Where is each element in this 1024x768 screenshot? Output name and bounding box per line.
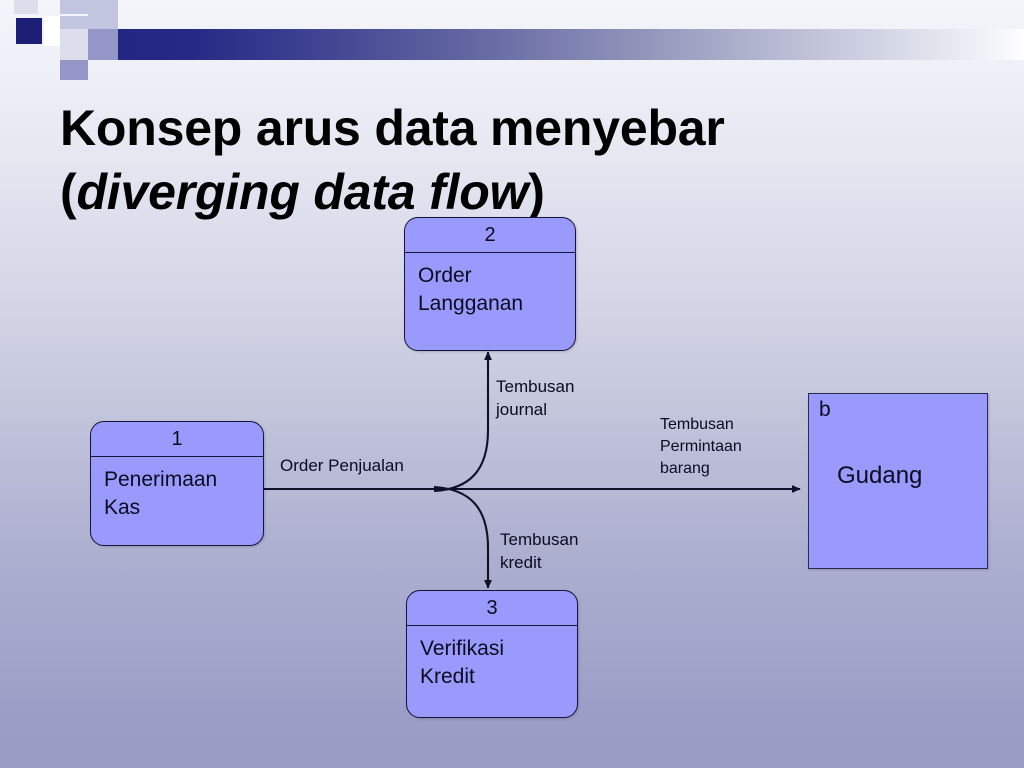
flow-label-tembusan-permintaan-barang: Tembusan Permintaan barang (660, 416, 742, 478)
deco-square-a (14, 0, 38, 14)
deco-square-e (60, 16, 88, 29)
process-3-name: Verifikasi Kredit (420, 637, 505, 688)
title-line-2: (diverging data flow) (60, 160, 960, 224)
entity-gudang-id: b (819, 398, 831, 421)
entity-gudang-name: Gudang (837, 462, 923, 489)
header-gradient-band (78, 29, 1024, 60)
title-paren-close: ) (528, 163, 545, 220)
deco-square-dark (16, 18, 42, 44)
flow-line-tembusan-journal (433, 351, 492, 493)
deco-square-d (44, 16, 60, 46)
flow-line-tembusan-kredit (433, 485, 492, 589)
title-line-1: Konsep arus data menyebar (60, 99, 725, 156)
flow-label-order-penjualan: Order Penjualan (280, 456, 404, 475)
page-title: Konsep arus data menyebar (diverging dat… (60, 96, 960, 224)
title-paren-open: ( (60, 163, 77, 220)
deco-square-f (60, 29, 88, 60)
header-decoration (0, 0, 1024, 80)
deco-square-c (88, 0, 118, 29)
deco-square-g (88, 29, 118, 60)
process-3-id: 3 (407, 591, 577, 626)
process-2-id: 2 (405, 218, 575, 253)
process-2-name: Order Langganan (418, 264, 524, 315)
process-1-id: 1 (91, 422, 263, 457)
flow-label-tembusan-journal: Tembusan journal (496, 377, 575, 420)
deco-square-b (60, 0, 88, 14)
process-box-1[interactable]: 1 Penerimaan Kas (90, 421, 264, 546)
flow-label-tembusan-kredit: Tembusan kredit (500, 530, 579, 573)
title-subtitle-italic: diverging data flow (76, 163, 529, 220)
process-box-3[interactable]: 3 Verifikasi Kredit (406, 590, 578, 718)
entity-box-gudang[interactable]: b Gudang (808, 393, 988, 569)
process-1-name: Penerimaan Kas (104, 468, 218, 519)
deco-square-h (60, 60, 88, 80)
process-box-2[interactable]: 2 Order Langganan (404, 217, 576, 351)
